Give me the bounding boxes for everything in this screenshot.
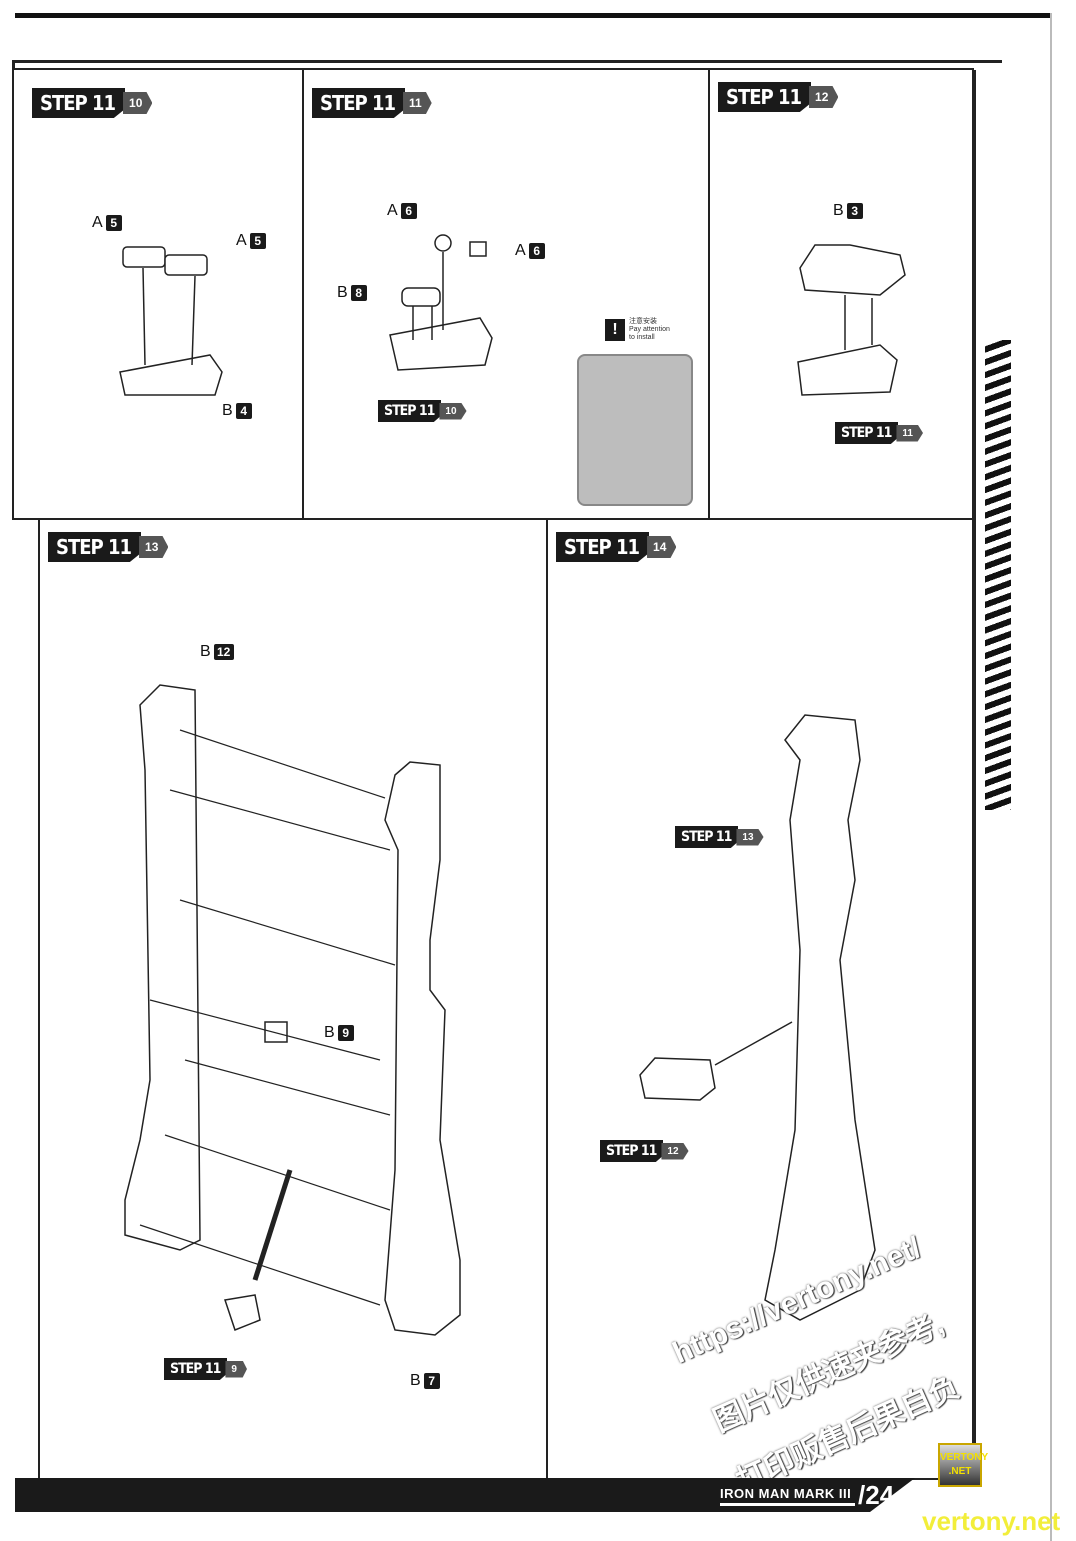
part-number: 3 bbox=[846, 203, 863, 219]
part-number: 5 bbox=[105, 215, 122, 231]
step-label: STEP 11 bbox=[556, 532, 650, 562]
part-b12 bbox=[124, 684, 201, 1251]
part-number: 7 bbox=[423, 1373, 440, 1389]
part-b3 bbox=[799, 244, 906, 296]
logo-line2: .NET bbox=[948, 1466, 972, 1477]
step-label: STEP 11 bbox=[675, 826, 739, 848]
step-label: STEP 11 bbox=[32, 88, 126, 118]
logo-line1: VERTONY bbox=[940, 1452, 989, 1463]
part-letter: B bbox=[337, 284, 348, 301]
part-number: 8 bbox=[350, 285, 367, 301]
part-number: 6 bbox=[528, 243, 545, 259]
step-sub: 11 bbox=[403, 92, 432, 114]
footer-underline bbox=[720, 1503, 855, 1506]
exclamation-icon: ! bbox=[605, 319, 625, 341]
part-number: 6 bbox=[400, 203, 417, 219]
top-rule bbox=[15, 13, 1052, 18]
part-letter: B bbox=[833, 202, 844, 219]
part-step12-block bbox=[639, 1057, 716, 1101]
page-edge bbox=[1050, 13, 1052, 1541]
part-b9 bbox=[264, 1021, 288, 1043]
part-letter: B bbox=[222, 402, 233, 419]
vertony-logo: VERTONY .NET bbox=[938, 1443, 988, 1487]
step-label: STEP 11 bbox=[164, 1358, 228, 1380]
step-sub: 10 bbox=[123, 92, 153, 114]
part-b7 bbox=[384, 761, 461, 1336]
step-label: STEP 11 bbox=[48, 532, 142, 562]
part-number: 5 bbox=[249, 233, 266, 249]
part-letter: A bbox=[387, 202, 398, 219]
part-number: 9 bbox=[337, 1025, 354, 1041]
step-label: STEP 11 bbox=[312, 88, 406, 118]
step-label: STEP 11 bbox=[600, 1140, 664, 1162]
part-a5-left bbox=[122, 246, 166, 268]
frame-right bbox=[972, 70, 976, 1480]
part-a6 bbox=[434, 234, 487, 257]
step-sub: 11 bbox=[896, 424, 923, 442]
step-sub: 13 bbox=[139, 536, 169, 558]
part-a5-right bbox=[164, 254, 208, 276]
page-number: /24 bbox=[858, 1480, 895, 1510]
part-b4 bbox=[119, 354, 223, 396]
part-b8 bbox=[401, 287, 441, 307]
step-sub: 13 bbox=[736, 828, 764, 846]
part-letter: A bbox=[92, 214, 103, 231]
step-sub: 14 bbox=[647, 536, 677, 558]
part-b-base bbox=[797, 344, 898, 396]
step-sub: 12 bbox=[809, 86, 839, 108]
watermark-site: vertony.net bbox=[922, 1506, 1061, 1536]
chevron-strip bbox=[985, 340, 1011, 810]
part-letter: B bbox=[200, 643, 211, 660]
attention-en1: Pay attention bbox=[629, 326, 670, 333]
part-letter: A bbox=[236, 232, 247, 249]
footer-title: IRON MAN MARK III bbox=[720, 1486, 852, 1501]
attention-detail-box bbox=[577, 354, 693, 506]
attention-zh: 注意安装 bbox=[629, 318, 657, 325]
step-sub: 10 bbox=[439, 402, 467, 420]
part-letter: A bbox=[515, 242, 526, 259]
part-letter: B bbox=[324, 1024, 335, 1041]
frame-top bbox=[12, 60, 1002, 70]
assembled-frame bbox=[764, 714, 876, 1321]
footer-bar bbox=[15, 1478, 915, 1512]
step-label: STEP 11 bbox=[835, 422, 899, 444]
part-b-assembly bbox=[389, 317, 493, 371]
step-label: STEP 11 bbox=[378, 400, 442, 422]
part-number: 12 bbox=[213, 644, 234, 660]
part-number: 4 bbox=[235, 403, 252, 419]
step-sub: 9 bbox=[225, 1360, 247, 1378]
page-number-value: 24 bbox=[865, 1480, 895, 1510]
step-label: STEP 11 bbox=[718, 82, 812, 112]
step-sub: 12 bbox=[661, 1142, 689, 1160]
part-letter: B bbox=[410, 1372, 421, 1389]
attention-en2: to install bbox=[629, 334, 655, 341]
